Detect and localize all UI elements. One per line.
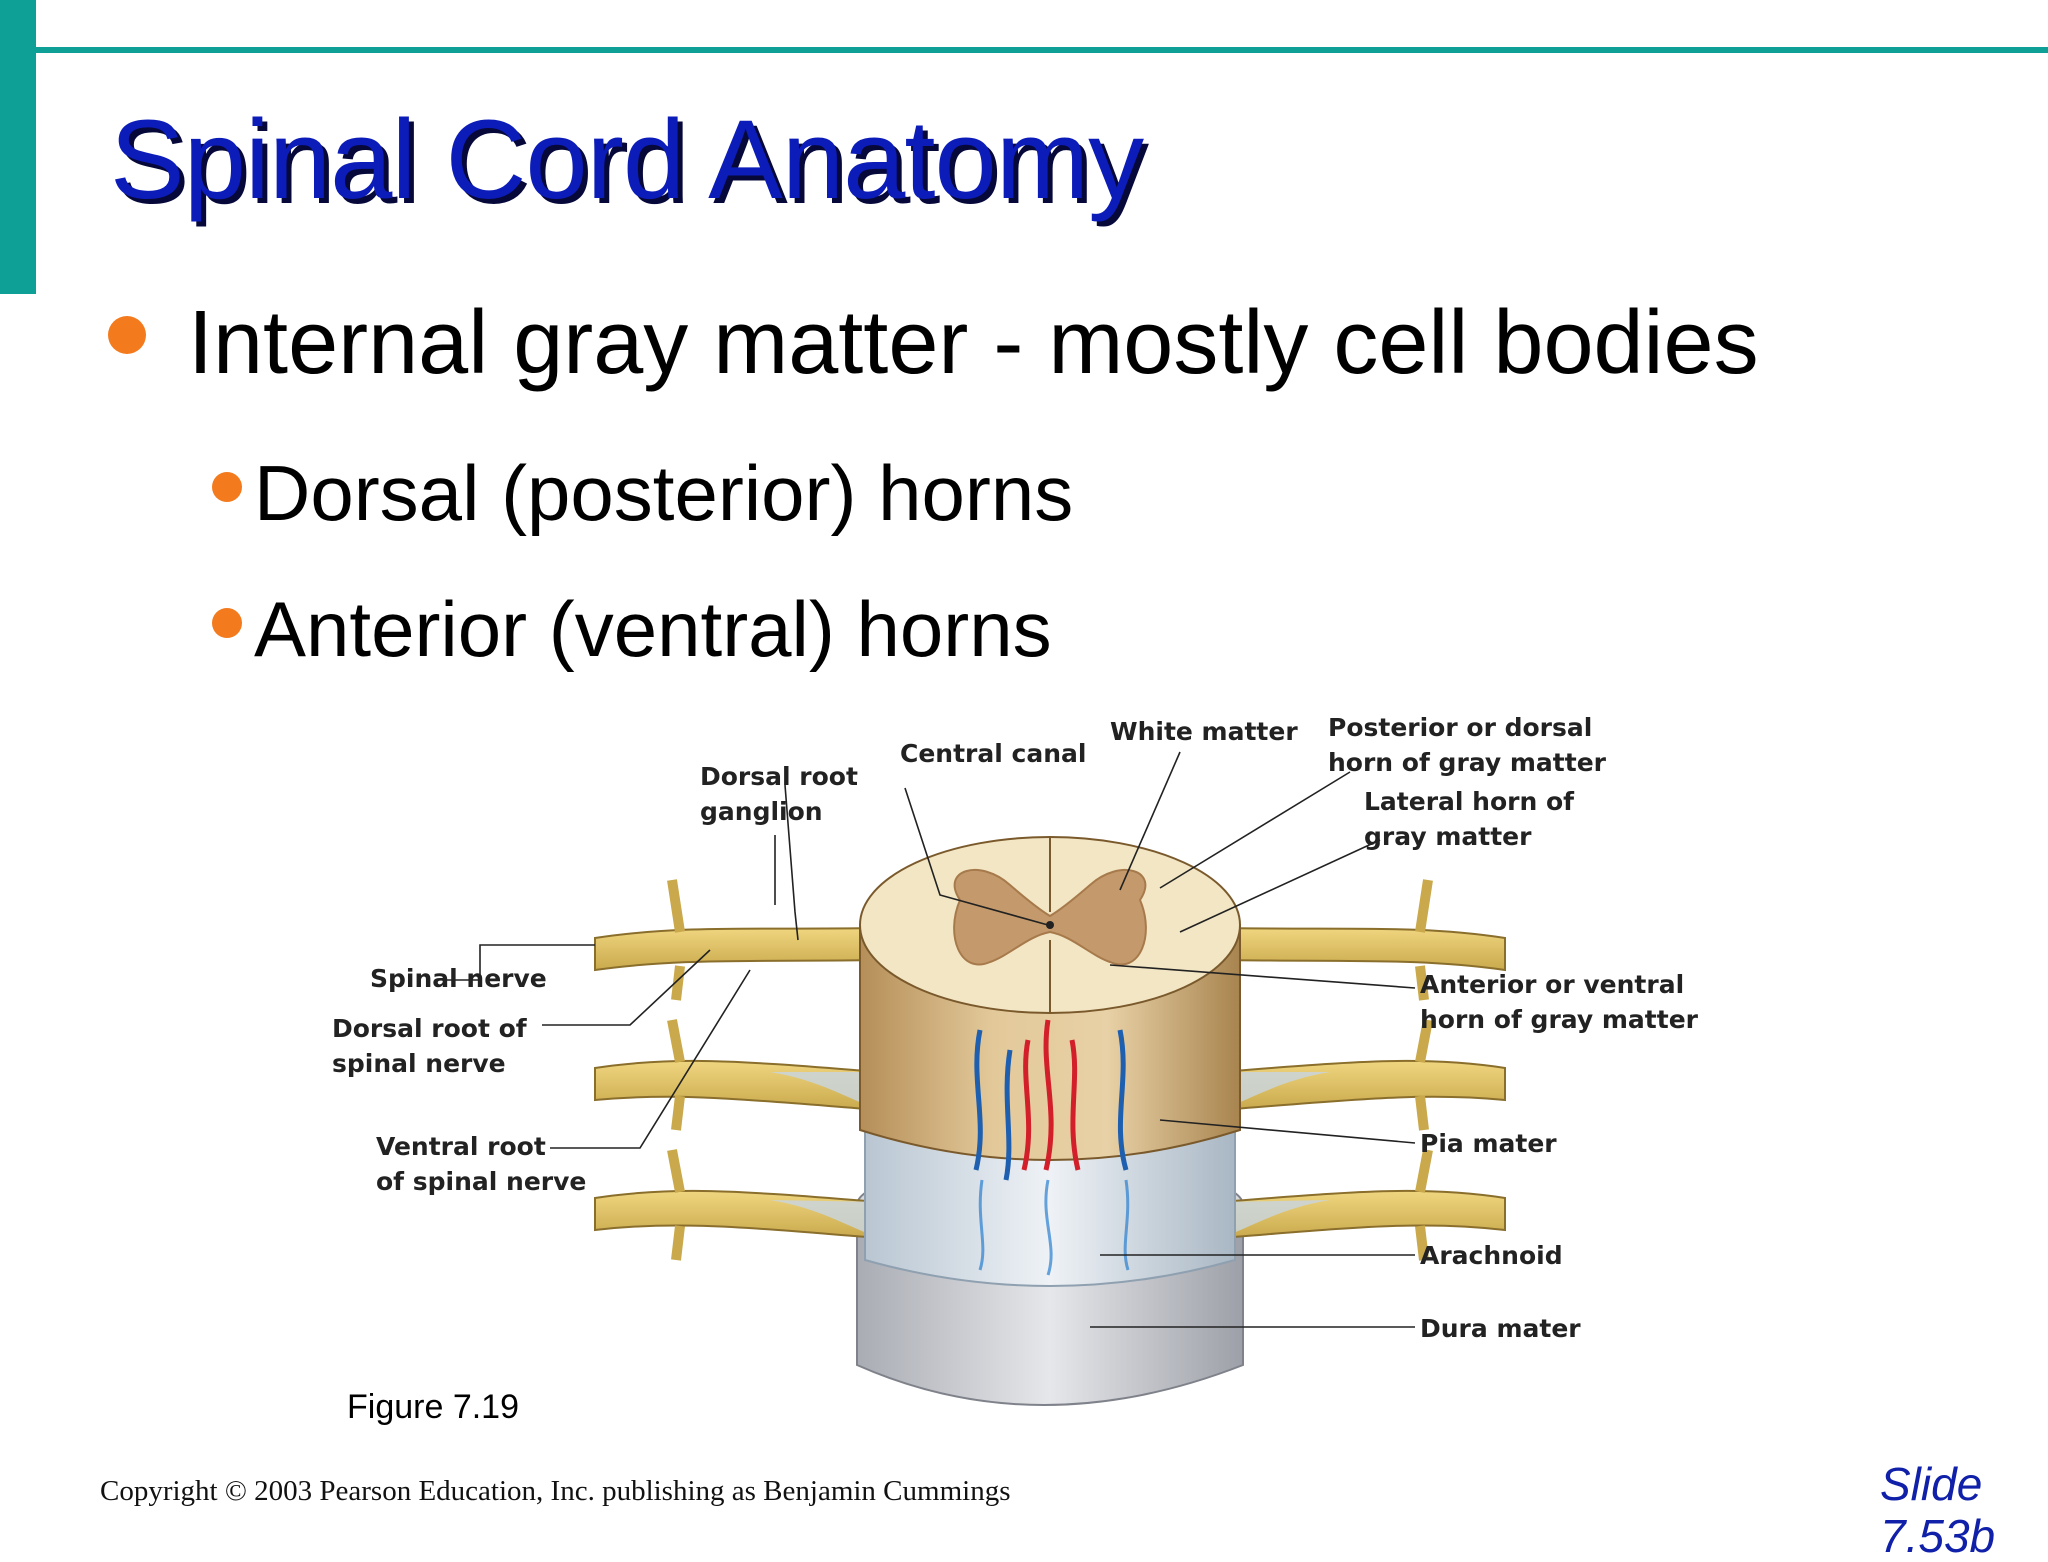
bullet-text: Internal gray matter - mostly cell bodie…: [188, 293, 1759, 393]
bullet-dot: [212, 472, 242, 503]
label-ventral-root-2: of spinal nerve: [376, 1167, 586, 1196]
figure-caption: Figure 7.19: [347, 1388, 519, 1426]
label-anterior-horn-1: Anterior or ventral: [1420, 970, 1684, 999]
label-anterior-horn-2: horn of gray matter: [1420, 1005, 1699, 1034]
bullet-dot: [212, 608, 242, 639]
label-ventral-root-1: Ventral root: [376, 1132, 546, 1161]
label-dorsal-root-ganglion-2: ganglion: [700, 797, 823, 826]
label-dorsal-root-1: Dorsal root of: [332, 1014, 528, 1043]
bullet-internal-gray-matter: Internal gray matter - mostly cell bodie…: [108, 292, 1759, 395]
slide-title: Spinal Cord Anatomy: [110, 97, 1144, 222]
label-dorsal-root-ganglion-1: Dorsal root: [700, 762, 858, 791]
spinal-cord-shape: [859, 836, 1241, 1276]
label-lateral-horn-1: Lateral horn of: [1364, 787, 1575, 816]
title-rule: [36, 47, 2048, 53]
bullet-dot: [108, 316, 146, 355]
label-spinal-nerve: Spinal nerve: [370, 964, 547, 993]
label-central-canal: Central canal: [900, 739, 1086, 768]
bullet-text: Anterior (ventral) horns: [254, 585, 1052, 673]
bullet-dorsal-horns: Dorsal (posterior) horns: [212, 448, 1073, 539]
leader-lines: [442, 751, 1416, 1328]
label-arachnoid: Arachnoid: [1420, 1241, 1563, 1270]
copyright-notice: Copyright © 2003 Pearson Education, Inc.…: [100, 1475, 1011, 1507]
label-pia-mater: Pia mater: [1420, 1129, 1557, 1158]
spinal-nerves: [594, 879, 1506, 1261]
spinal-cord-diagram: White matter Central canal Dorsal root g…: [332, 713, 1699, 1406]
label-posterior-horn-2: horn of gray matter: [1328, 748, 1607, 777]
label-dura-mater: Dura mater: [1420, 1314, 1581, 1343]
accent-bar: [0, 0, 36, 294]
label-dorsal-root-2: spinal nerve: [332, 1049, 506, 1078]
bullet-anterior-horns: Anterior (ventral) horns: [212, 584, 1052, 675]
bullet-text: Dorsal (posterior) horns: [254, 449, 1074, 537]
label-posterior-horn-1: Posterior or dorsal: [1328, 713, 1592, 742]
label-lateral-horn-2: gray matter: [1364, 822, 1532, 851]
slide-number: Slide 7.53b: [1880, 1458, 1996, 1562]
label-white-matter: White matter: [1110, 717, 1298, 746]
